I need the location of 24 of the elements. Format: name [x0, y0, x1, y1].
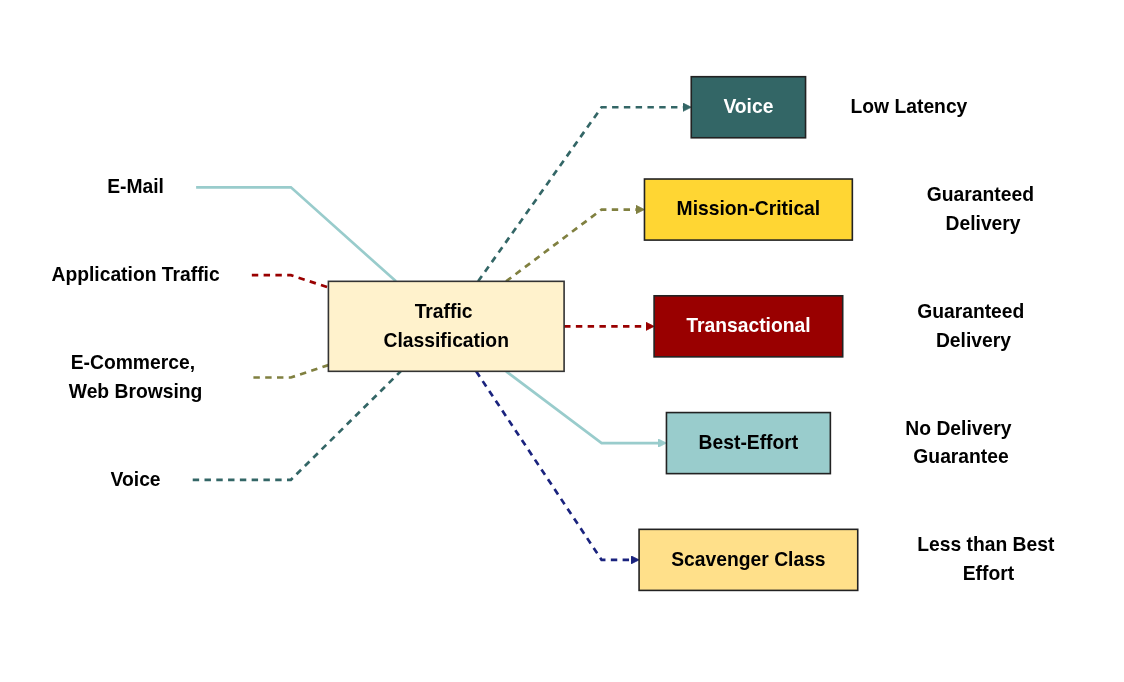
node-box: Best-Effort	[665, 411, 832, 475]
node-text: Application Traffic	[51, 264, 220, 286]
connector	[251, 274, 329, 289]
arrow	[505, 205, 645, 283]
arrow	[505, 370, 667, 448]
node-text: Voice	[110, 468, 161, 491]
node-box: Mission-Critical	[643, 178, 854, 242]
arrow	[564, 321, 655, 332]
connector	[253, 364, 329, 379]
node-label: Less than Best Effort	[917, 534, 1055, 585]
arrow	[477, 102, 692, 283]
node-box: Transactional	[653, 295, 844, 358]
node-box: Voice	[690, 76, 807, 139]
node-text: E-Mail	[107, 176, 164, 198]
arrow	[475, 370, 640, 565]
node-label: No Delivery Guarantee	[905, 417, 1012, 468]
node-label: Guaranteed Delivery	[926, 184, 1034, 235]
connector	[196, 186, 397, 283]
node-label: Guaranteed Delivery	[917, 300, 1025, 352]
node-box: Traffic Classification	[327, 280, 565, 373]
node-label: Low Latency	[850, 96, 968, 118]
node-box: Scavenger Class	[638, 528, 859, 592]
connector	[192, 370, 402, 482]
node-text: E-Commerce, Web Browsing	[68, 351, 203, 403]
